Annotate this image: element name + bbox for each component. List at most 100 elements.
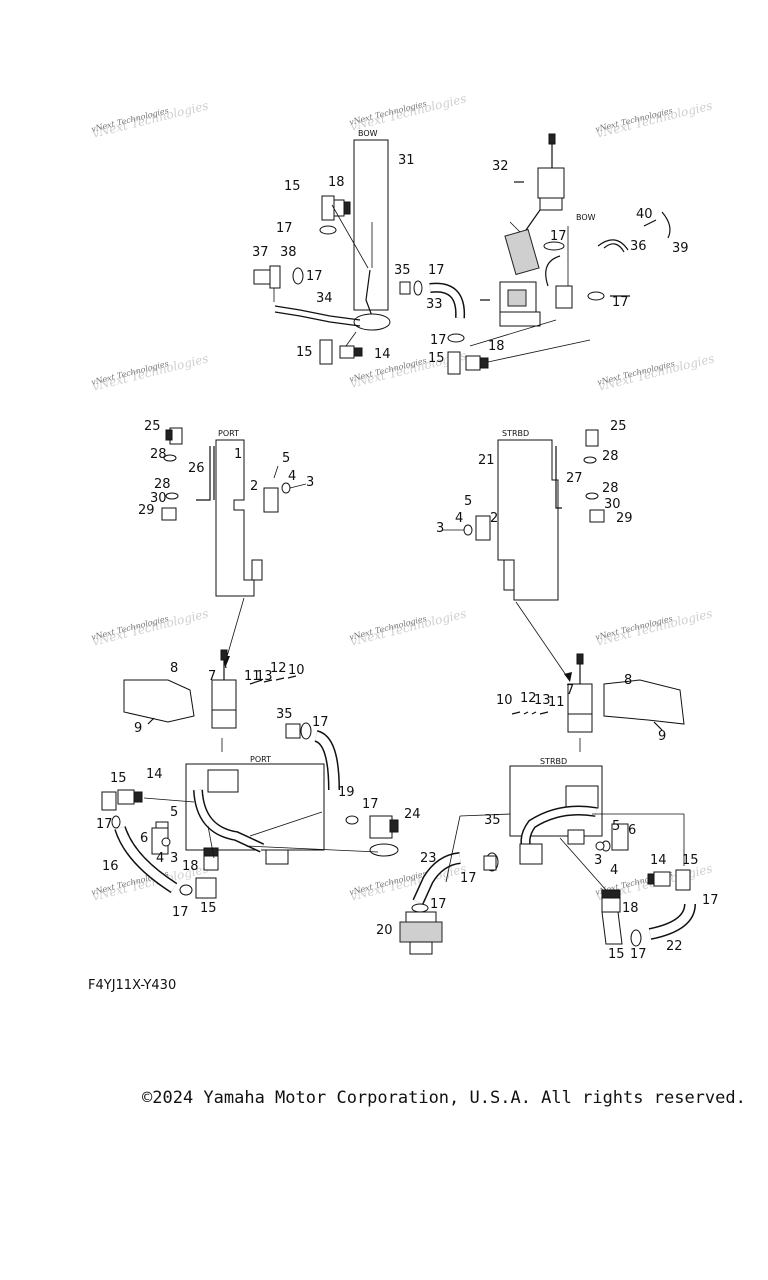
watermarks: vNext Technologies vNext Technologies vN… (90, 91, 716, 903)
svg-text:vNext Technologies: vNext Technologies (349, 606, 468, 648)
callout-8: 8 (170, 661, 178, 676)
copyright-notice: ©2024 Yamaha Motor Corporation, U.S.A. A… (142, 1088, 746, 1108)
callout-11: 11 (244, 669, 261, 684)
callout-32: 32 (492, 159, 509, 174)
callout-17: 17 (428, 263, 445, 278)
callout-12: 12 (270, 661, 287, 676)
svg-text:vNext Technologies: vNext Technologies (597, 351, 716, 393)
watermark: vNext Technologies vNext Technologies (596, 351, 716, 393)
callout-4: 4 (610, 863, 618, 878)
svg-text:vNext Technologies: vNext Technologies (349, 861, 468, 903)
callout-24: 24 (404, 807, 421, 822)
watermark: vNext Technologies vNext Technologies (348, 606, 468, 648)
callout-18: 18 (488, 339, 505, 354)
callout-13: 13 (534, 693, 551, 708)
callout-30: 30 (604, 497, 621, 512)
callout-39: 39 (672, 241, 689, 256)
watermark: vNext Technologies vNext Technologies (90, 98, 210, 140)
watermark: vNext Technologies vNext Technologies (594, 606, 714, 648)
callout-19: 19 (338, 785, 355, 800)
callout-5: 5 (464, 494, 472, 509)
callout-17: 17 (460, 871, 477, 886)
label-port-mid: PORT (218, 429, 239, 438)
callout-17: 17 (702, 893, 719, 908)
callout-35: 35 (276, 707, 293, 722)
callout-2: 2 (250, 479, 258, 494)
callout-22: 22 (666, 939, 683, 954)
callout-29: 29 (616, 511, 633, 526)
callout-15: 15 (110, 771, 127, 786)
callout-40: 40 (636, 207, 653, 222)
callout-7: 7 (208, 669, 216, 684)
callout-17: 17 (312, 715, 329, 730)
callout-15: 15 (284, 179, 301, 194)
svg-text:vNext Technologies: vNext Technologies (349, 91, 468, 133)
callout-18: 18 (182, 859, 199, 874)
watermark: vNext Technologies vNext Technologies (90, 351, 210, 393)
port-pump-assembly: PORT (101, 649, 399, 899)
callout-5: 5 (282, 451, 290, 466)
svg-text:vNext Technologies: vNext Technologies (595, 98, 714, 140)
label-port-bottom: PORT (250, 755, 271, 764)
callout-17: 17 (612, 295, 629, 310)
callout-38: 38 (280, 245, 297, 260)
watermark: vNext Technologies vNext Technologies (348, 91, 468, 133)
svg-text:vNext Technologies: vNext Technologies (595, 606, 714, 648)
callout-29: 29 (138, 503, 155, 518)
callout-17: 17 (306, 269, 323, 284)
callout-10: 10 (288, 663, 305, 678)
strbd-bracket-assembly: STRBD (442, 429, 605, 682)
callout-17: 17 (362, 797, 379, 812)
callout-31: 31 (398, 153, 415, 168)
callout-15: 15 (682, 853, 699, 868)
callout-5: 5 (612, 819, 620, 834)
callout-18: 18 (622, 901, 639, 916)
callout-2: 2 (490, 511, 498, 526)
callout-6: 6 (628, 823, 636, 838)
strbd-pump-assembly: STRBD (399, 653, 696, 955)
callout-5: 5 (170, 805, 178, 820)
callout-3: 3 (170, 851, 178, 866)
callout-14: 14 (146, 767, 163, 782)
label-bow-top: BOW (358, 129, 378, 138)
callout-3: 3 (436, 521, 444, 536)
callout-17: 17 (630, 947, 647, 962)
callout-17: 17 (96, 817, 113, 832)
callout-4: 4 (455, 511, 463, 526)
bow-tank-assembly: BOW (253, 129, 466, 365)
callout-8: 8 (624, 673, 632, 688)
callouts: 1 2 2 3 3 3 3 4 4 4 4 5 5 5 5 6 6 7 7 8 … (96, 153, 719, 962)
callout-37: 37 (252, 245, 269, 260)
callout-28: 28 (602, 481, 619, 496)
callout-27: 27 (566, 471, 583, 486)
callout-17: 17 (430, 897, 447, 912)
callout-14: 14 (650, 853, 667, 868)
callout-1: 1 (234, 447, 242, 462)
callout-25: 25 (610, 419, 627, 434)
callout-15: 15 (296, 345, 313, 360)
callout-35: 35 (484, 813, 501, 828)
small-hardware (147, 181, 663, 855)
port-bracket-assembly: PORT (161, 427, 307, 669)
callout-10: 10 (496, 693, 513, 708)
callout-17: 17 (430, 333, 447, 348)
callout-16: 16 (102, 859, 119, 874)
callout-15: 15 (428, 351, 445, 366)
tank-31 (353, 139, 389, 311)
label-strbd-mid: STRBD (502, 429, 529, 438)
callout-9: 9 (134, 721, 142, 736)
callout-18: 18 (328, 175, 345, 190)
callout-33: 33 (426, 297, 443, 312)
callout-7: 7 (566, 683, 574, 698)
callout-3: 3 (594, 853, 602, 868)
watermark: vNext Technologies vNext Technologies (594, 98, 714, 140)
callout-9: 9 (658, 729, 666, 744)
callout-15: 15 (200, 901, 217, 916)
callout-28: 28 (154, 477, 171, 492)
callout-26: 26 (188, 461, 205, 476)
callout-4: 4 (288, 469, 296, 484)
callout-17: 17 (550, 229, 567, 244)
callout-17: 17 (172, 905, 189, 920)
label-strbd-bottom: STRBD (540, 757, 567, 766)
